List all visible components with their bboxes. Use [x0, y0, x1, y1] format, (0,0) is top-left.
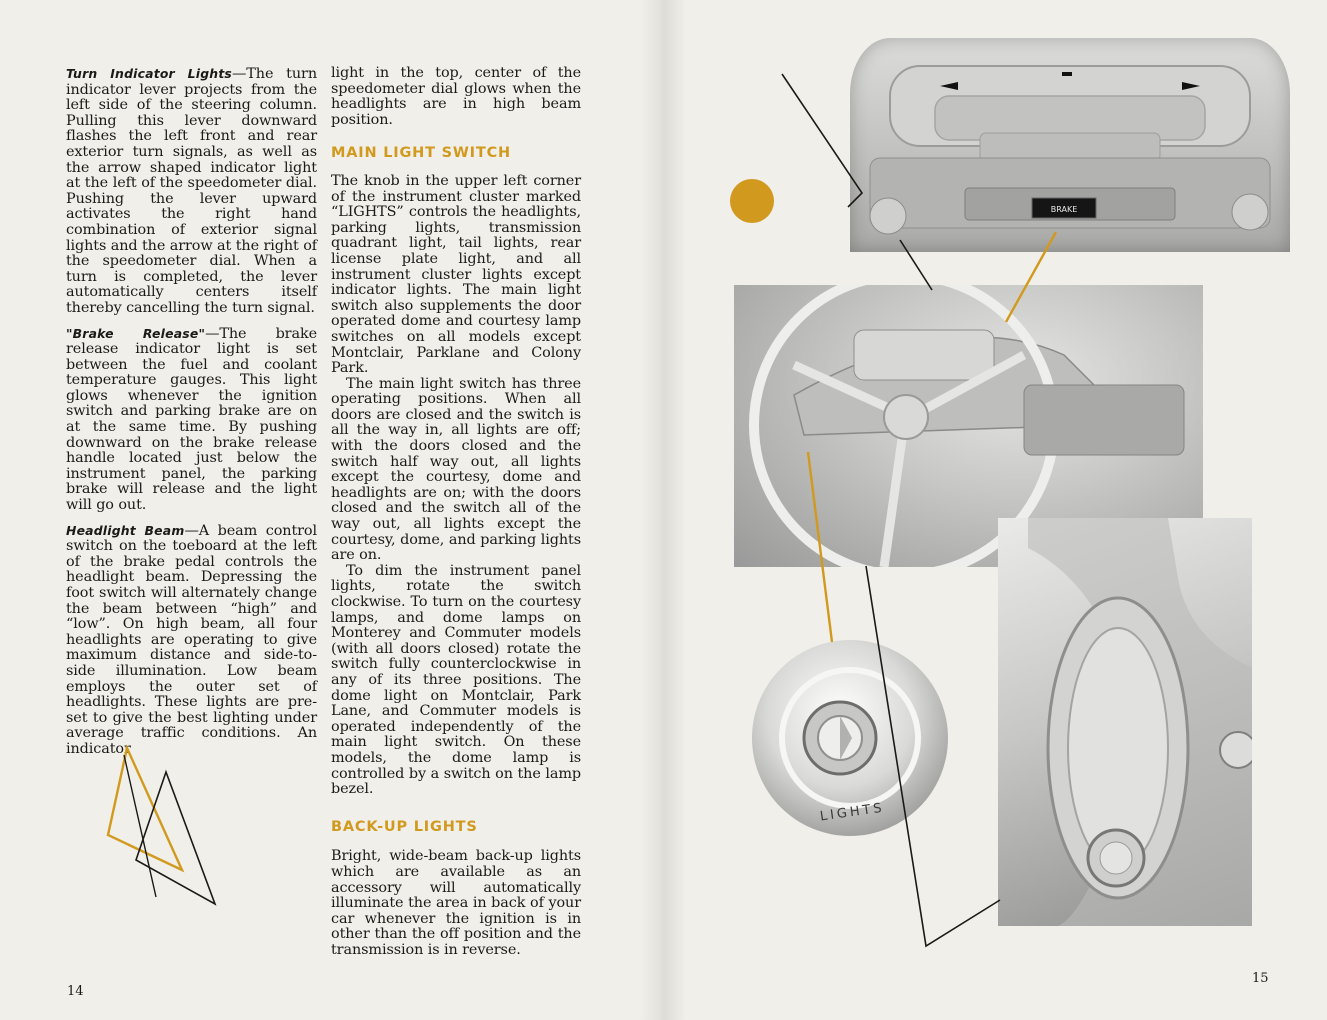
paragraph-main-2: The main light switch has three operatin… [331, 375, 581, 564]
black-triangle [135, 769, 217, 906]
heading-main-light-switch: MAIN LIGHT SWITCH [331, 145, 511, 162]
page-number-left: 14 [67, 984, 84, 999]
paragraph-main-1: The knob in the upper left corner of the… [331, 172, 581, 377]
text-column-middle: light in the top, center of the speedome… [331, 65, 581, 958]
lights-knob-photo: LIGHTS [752, 640, 948, 836]
paragraph-back-up: Bright, wide-beam back-up lights which a… [331, 848, 581, 958]
lead-brake-release: "Brake Release" [66, 325, 206, 341]
paragraph-continued: light in the top, center of the speedome… [331, 65, 581, 128]
black-diagonal-line [123, 754, 157, 898]
page-number-right: 15 [1252, 971, 1269, 986]
door-panel-photo [998, 518, 1252, 926]
black-angle-line-bottom [865, 565, 1001, 948]
text-headlight-beam: —A beam control switch on the toeboard a… [66, 522, 317, 757]
lead-turn-indicator: Turn Indicator Lights [66, 66, 233, 81]
gold-line-wheel-to-knob [806, 451, 834, 643]
paragraph-headlight-beam: Headlight Beam—A beam control switch on … [66, 523, 317, 758]
text-brake-release: —The brake release indicator light is se… [66, 325, 317, 514]
lead-headlight-beam: Headlight Beam [66, 522, 185, 538]
gold-triangle [106, 744, 185, 873]
lights-knob-illustration: LIGHTS [779, 667, 921, 824]
paragraph-turn-indicator: Turn Indicator Lights—The turn indicator… [66, 66, 317, 317]
gold-line-dash-to-wheel [1004, 231, 1058, 323]
text-turn-indicator: —The turn indicator lever projects from … [66, 66, 317, 316]
heading-back-up-lights: BACK-UP LIGHTS [331, 818, 478, 835]
door-panel-illustration [1028, 518, 1252, 926]
instrument-cluster-illustration: BRAKE [869, 65, 1271, 235]
paragraph-main-3: To dim the instrument panel lights, rota… [331, 562, 581, 798]
text-column-left: Turn Indicator Lights—The turn indicator… [66, 66, 317, 767]
instrument-cluster-photo: BRAKE [850, 38, 1290, 252]
brake-indicator-label: BRAKE [1051, 205, 1078, 214]
gold-dot [730, 179, 774, 223]
black-angle-line-top [781, 73, 864, 208]
page-gutter [640, 0, 686, 1020]
steering-wheel-illustration [749, 285, 1185, 567]
black-line-dash-to-wheel [899, 239, 933, 291]
paragraph-brake-release: "Brake Release"—The brake release indica… [66, 326, 317, 514]
